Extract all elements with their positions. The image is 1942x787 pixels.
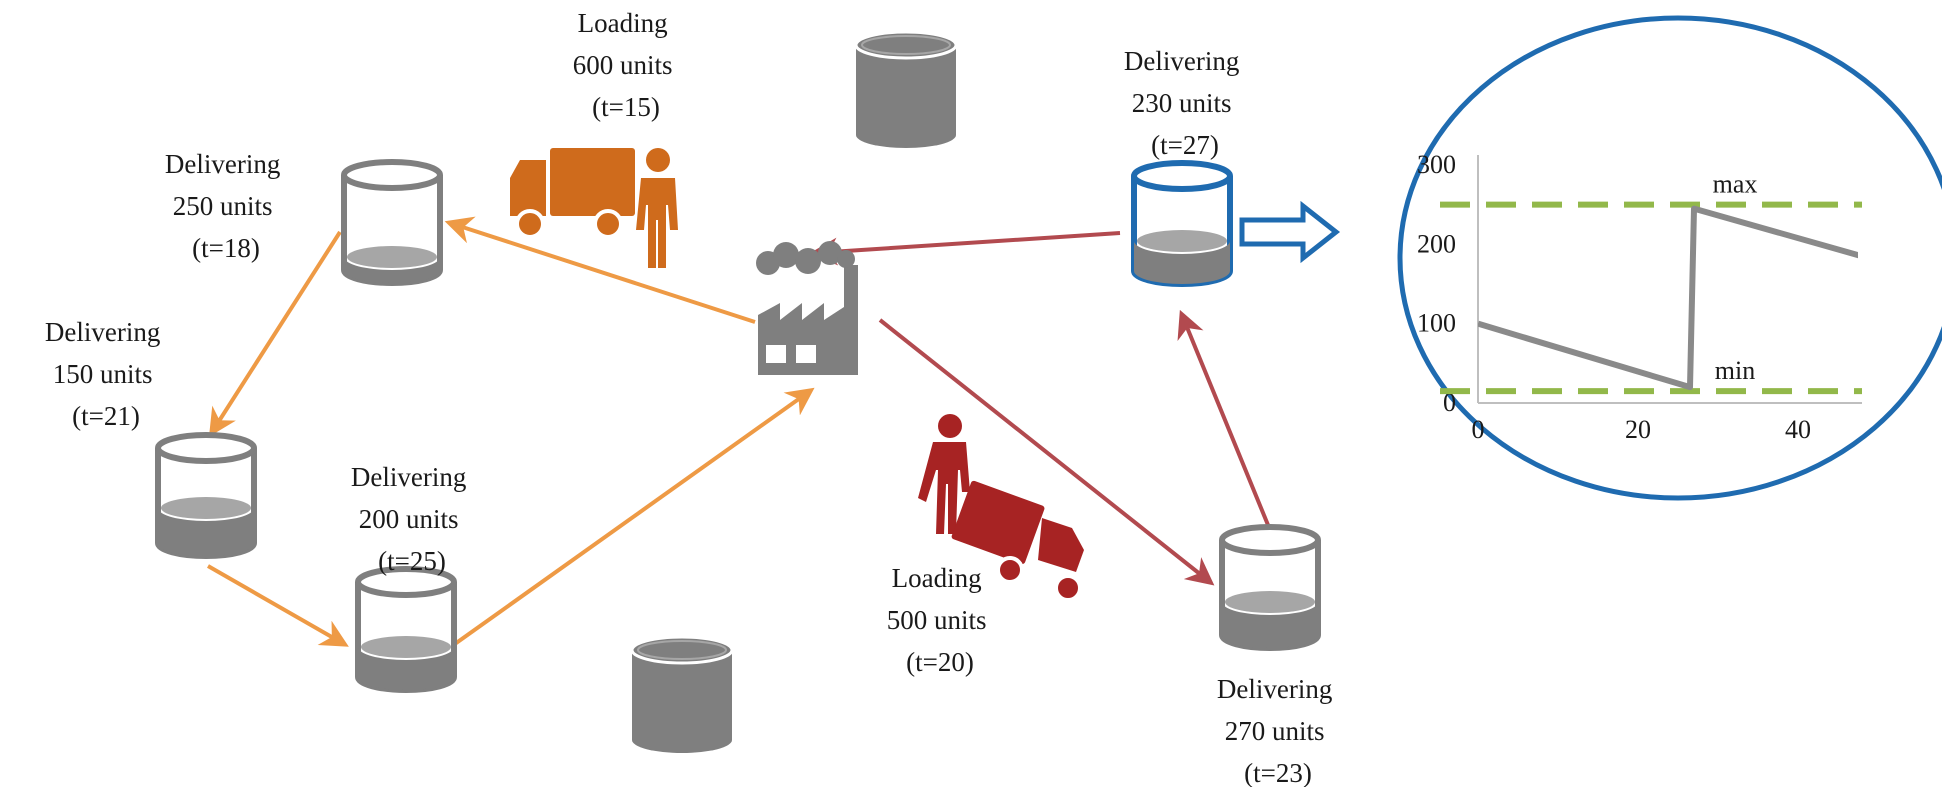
reference-label-max: max — [1713, 170, 1758, 199]
route-tank-b-to-tank-c — [207, 564, 349, 647]
tank-e-label: Delivering 270 units (t=23) — [1217, 674, 1339, 787]
x-tick-label: 20 — [1625, 415, 1651, 444]
tank-b-label: Delivering 150 units (t=21) — [45, 317, 167, 431]
route-tank-a-to-tank-b — [208, 230, 342, 437]
y-tick-label: 100 — [1417, 309, 1456, 338]
x-tick-label: 0 — [1472, 415, 1485, 444]
reference-label-min: min — [1715, 356, 1755, 385]
y-tick-label: 300 — [1417, 150, 1456, 179]
tank-full-bottom — [630, 635, 734, 753]
person-icon — [918, 414, 970, 534]
person-icon — [636, 148, 678, 268]
route-tank-c-to-factory — [450, 387, 815, 648]
series-lines — [1478, 205, 1858, 391]
red-route — [809, 231, 1270, 586]
inset-chart: 0 100 200 300 0 20 40 max min — [1417, 150, 1862, 444]
tank-b — [155, 432, 257, 559]
y-tick-labels: 0 100 200 300 — [1417, 150, 1456, 417]
zoom-circle — [1397, 15, 1942, 501]
route-tank-e-to-tank-d — [1177, 309, 1270, 526]
tank-a — [341, 159, 443, 286]
tank-a-label: Delivering 250 units (t=18) — [165, 149, 287, 263]
route-factory-to-tank-a — [444, 216, 756, 324]
tank-c — [355, 566, 457, 693]
diagram-labels: Loading 600 units (t=15) Delivering 250 … — [45, 8, 1339, 787]
factory-icon — [756, 241, 858, 375]
tank-d — [1131, 160, 1233, 287]
truck-icon — [951, 480, 1084, 602]
x-tick-label: 40 — [1785, 415, 1811, 444]
zoom-arrow-icon — [1239, 200, 1341, 264]
reference-lines: max min — [1440, 170, 1862, 395]
x-tick-labels: 0 20 40 — [1472, 415, 1812, 444]
y-tick-label: 0 — [1443, 388, 1456, 417]
tank-full-top — [854, 30, 958, 148]
series-line — [1478, 205, 1858, 391]
loading-red-label: Loading 500 units (t=20) — [887, 563, 994, 677]
tank-e — [1219, 524, 1321, 651]
orange-route — [207, 216, 815, 648]
truck-icon — [510, 148, 635, 239]
tank-d-label: Delivering 230 units (t=27) — [1124, 46, 1246, 160]
route-tank-d-to-factory — [809, 231, 1121, 266]
y-tick-label: 200 — [1417, 229, 1456, 258]
route-factory-to-tank-e — [878, 318, 1215, 586]
tank-c-label: Delivering 200 units (t=25) — [351, 462, 473, 576]
loading-orange-label: Loading 600 units (t=15) — [573, 8, 680, 122]
